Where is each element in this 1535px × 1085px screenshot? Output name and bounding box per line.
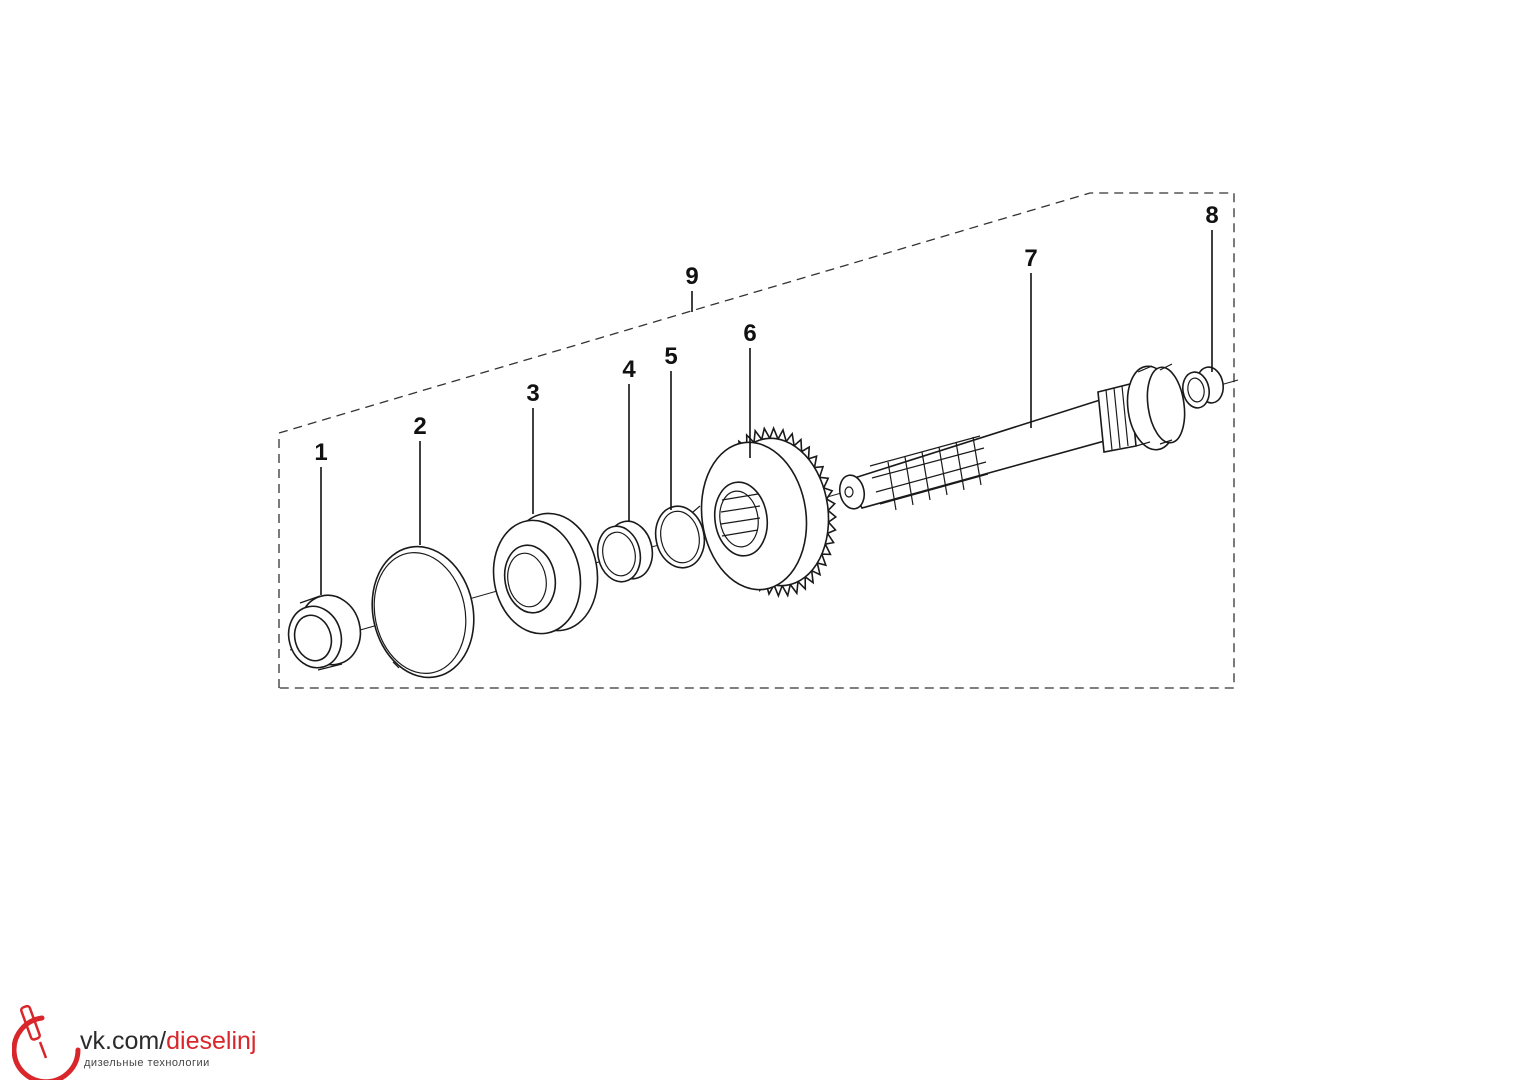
part-8-bushing — [1182, 366, 1224, 409]
callout-7: 7 — [1024, 245, 1037, 272]
watermark-subtitle: дизельные технологии — [84, 1057, 210, 1069]
part-2-snap-ring — [371, 545, 475, 679]
part-7-shaft — [838, 363, 1186, 511]
callout-6: 6 — [743, 320, 756, 347]
part-5-circlip — [654, 505, 706, 569]
part-4-spacer — [596, 520, 654, 583]
callout-3: 3 — [526, 380, 539, 407]
part-1-bearing-cup — [287, 594, 362, 671]
callout-8: 8 — [1205, 202, 1218, 229]
assembly-boundary — [278, 192, 1235, 689]
callout-4: 4 — [622, 356, 636, 383]
watermark-url[interactable]: vk.com/dieselinj — [80, 1027, 257, 1055]
logo-ring-icon — [12, 1015, 81, 1080]
callout-5: 5 — [664, 343, 677, 370]
part-6-gear — [700, 425, 838, 599]
injector-icon — [20, 1004, 48, 1059]
part-3-bearing — [492, 512, 599, 635]
callout-9: 9 — [685, 263, 698, 290]
dieselinj-logo — [12, 1004, 81, 1080]
callout-2: 2 — [413, 413, 426, 440]
callout-1: 1 — [314, 439, 327, 466]
